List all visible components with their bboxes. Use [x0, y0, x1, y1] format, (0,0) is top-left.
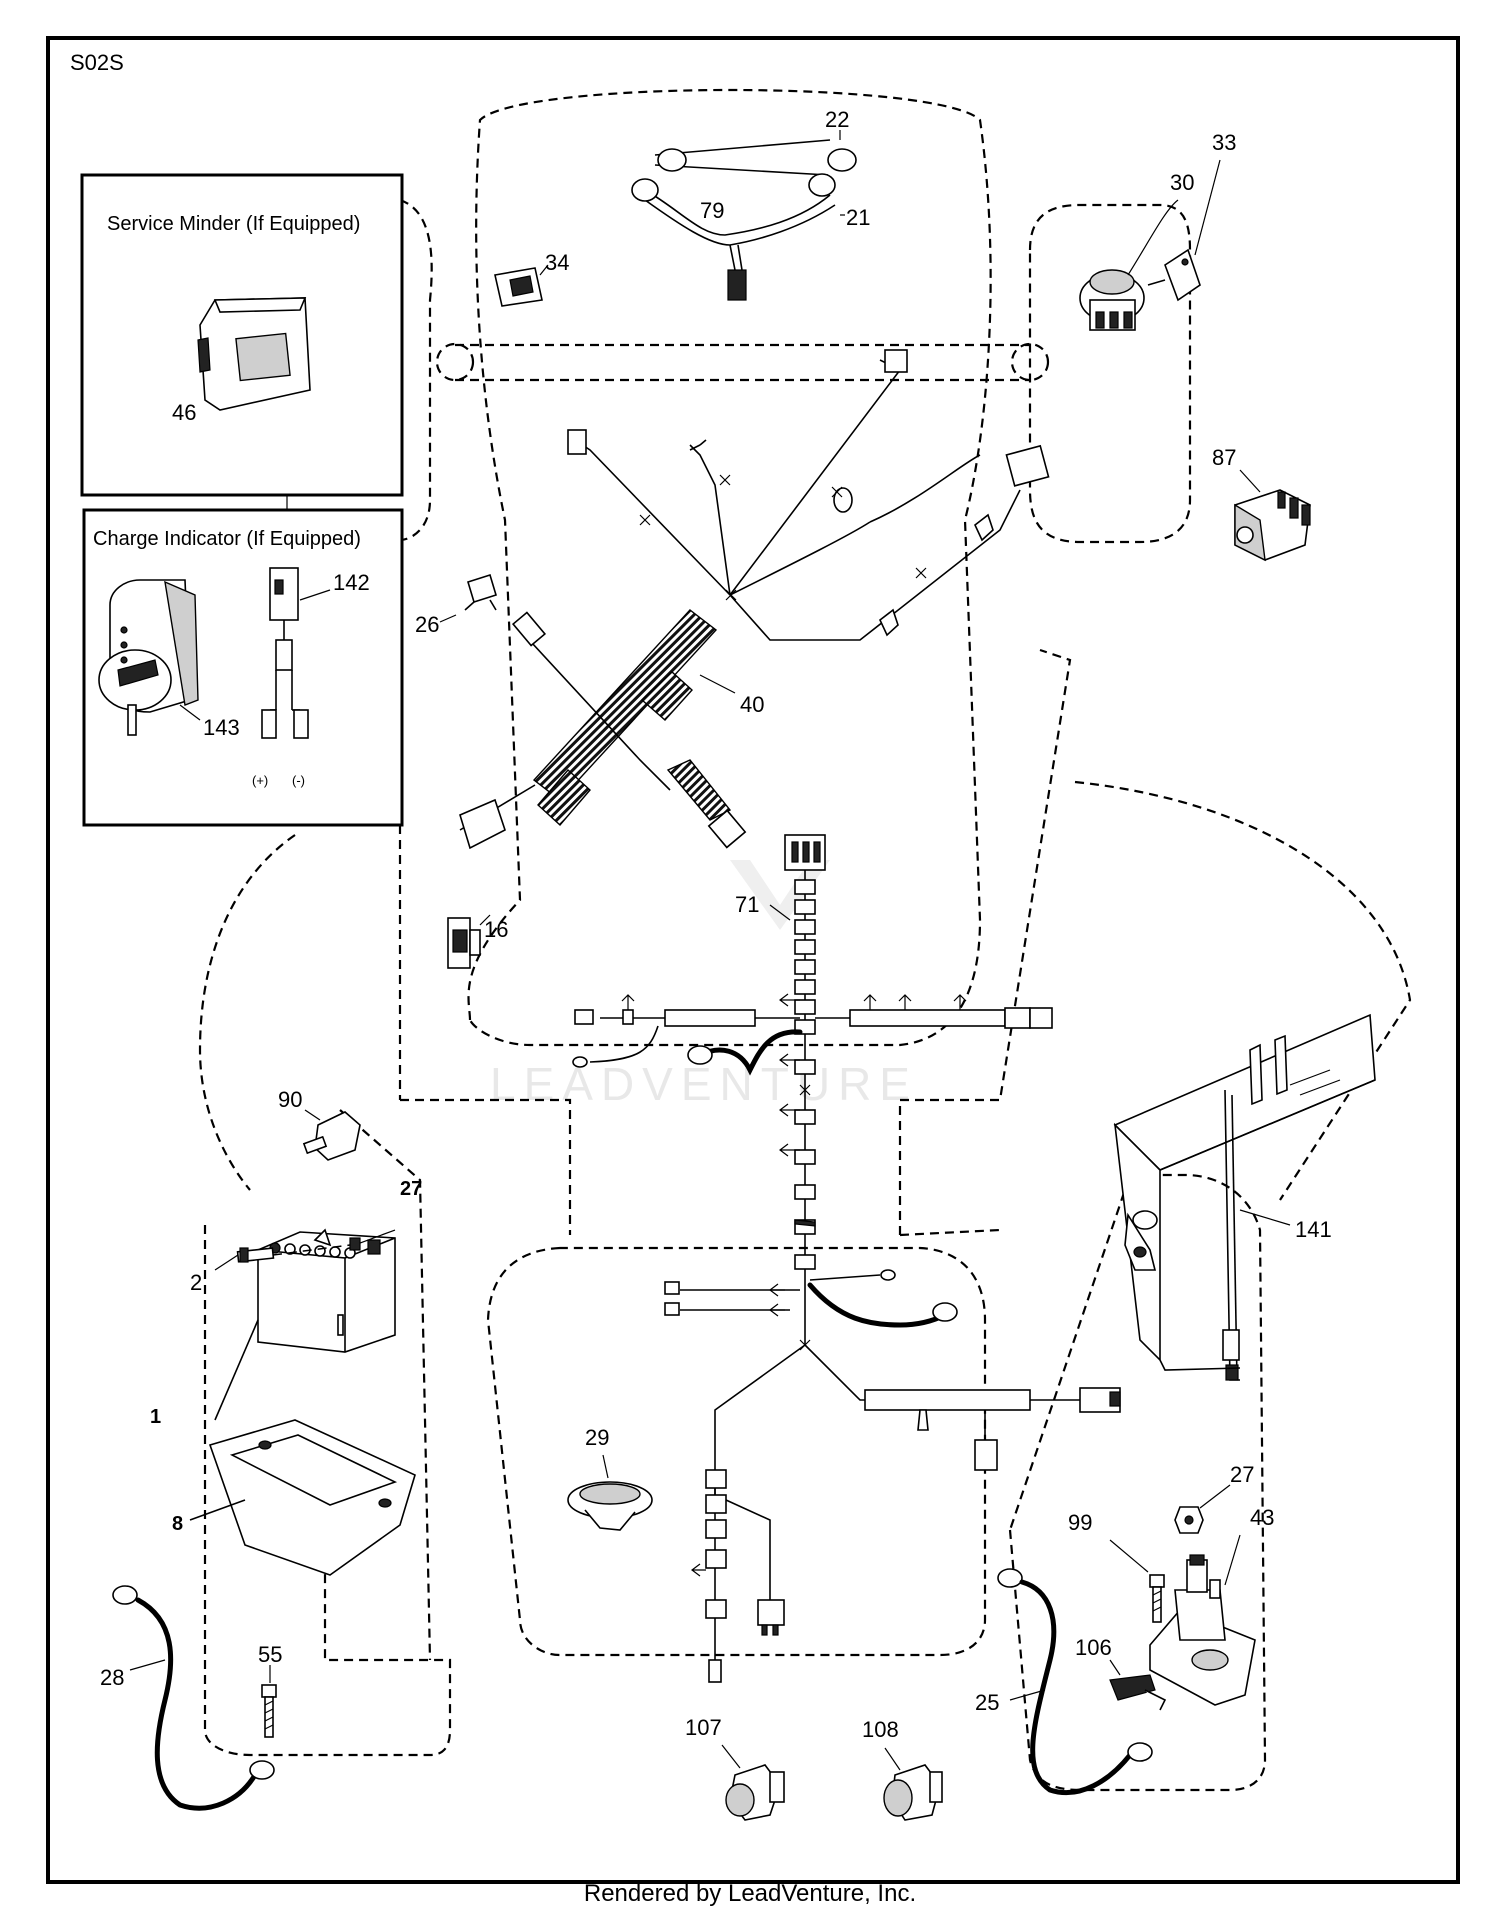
- footer-credit: Rendered by LeadVenture, Inc.: [583, 1880, 917, 1907]
- label-87: 87: [1212, 445, 1236, 470]
- solenoid-43: [1149, 1534, 1256, 1706]
- bolt-99: [1109, 1539, 1165, 1623]
- label-2: 2: [190, 1270, 202, 1295]
- label-108: 108: [862, 1717, 899, 1742]
- cable-25: [997, 1568, 1153, 1796]
- ignition-key-33: [1147, 159, 1221, 302]
- switch-87: [1234, 469, 1311, 562]
- label-143: 143: [203, 715, 240, 740]
- main-harness-40: [439, 349, 1050, 850]
- part-108: [883, 1747, 943, 1821]
- nut-27: [1174, 1484, 1231, 1534]
- label-22: 22: [825, 107, 849, 132]
- service-minder-module: [197, 297, 311, 411]
- label-141: 141: [1295, 1217, 1332, 1242]
- harness-71: [572, 834, 1053, 1290]
- watermark: LEADVENTURE: [490, 860, 918, 1110]
- svg-text:Charge Indicator (If Equipped): Charge Indicator (If Equipped): [93, 528, 361, 550]
- label-26: 26: [415, 612, 439, 637]
- label-33: 33: [1212, 130, 1236, 155]
- svg-text:(+): (+): [252, 773, 268, 788]
- cable-28: [112, 1585, 275, 1811]
- label-30: 30: [1170, 170, 1194, 195]
- diagram-frame: [46, 36, 1460, 1884]
- lower-harness: [664, 1269, 1121, 1683]
- label-8: 8: [172, 1513, 183, 1535]
- label-16: 16: [484, 917, 508, 942]
- diagram-code: S02S: [70, 50, 124, 75]
- label-79: 79: [700, 198, 724, 223]
- ignition-switch-30: [1079, 199, 1179, 331]
- label-25: 25: [975, 1690, 999, 1715]
- charge-indicator-gauge: [98, 579, 199, 736]
- label-55: 55: [258, 1642, 282, 1667]
- part-90: [302, 1109, 361, 1161]
- clip-106: [1109, 1659, 1167, 1711]
- label-34: 34: [545, 250, 569, 275]
- label-27b: 27: [1230, 1462, 1254, 1487]
- svg-text:(-): (-): [292, 773, 305, 788]
- label-99: 99: [1068, 1510, 1092, 1535]
- charge-indicator-box: Charge Indicator (If Equipped) (+) (-): [82, 508, 404, 827]
- part-29: [567, 1454, 653, 1531]
- part-107: [721, 1744, 785, 1821]
- label-27a: 27: [400, 1178, 422, 1200]
- label-21: 21: [846, 205, 870, 230]
- charge-indicator-harness: [261, 567, 309, 739]
- battery-tray-8: [189, 1419, 416, 1576]
- battery-1: [214, 1231, 396, 1421]
- headlight-harness: [631, 130, 857, 301]
- label-90: 90: [278, 1087, 302, 1112]
- label-43: 43: [1250, 1505, 1274, 1530]
- svg-text:LEADVENTURE: LEADVENTURE: [490, 1058, 918, 1110]
- service-minder-box: Service Minder (If Equipped) 46: [80, 173, 404, 497]
- label-142: 142: [333, 570, 370, 595]
- label-71: 71: [735, 892, 759, 917]
- label-46: 46: [172, 400, 196, 425]
- connector-16: [447, 914, 491, 969]
- label-29: 29: [585, 1425, 609, 1450]
- label-40: 40: [740, 692, 764, 717]
- battery-bolts: [214, 1228, 396, 1271]
- switch-34: [494, 264, 549, 307]
- label-1: 1: [150, 1406, 161, 1428]
- bolt-55: [261, 1665, 277, 1738]
- label-106: 106: [1075, 1635, 1112, 1660]
- label-28: 28: [100, 1665, 124, 1690]
- label-107: 107: [685, 1715, 722, 1740]
- panel-141: [1113, 1013, 1376, 1381]
- svg-text:Service Minder (If Equipped): Service Minder (If Equipped): [107, 213, 360, 235]
